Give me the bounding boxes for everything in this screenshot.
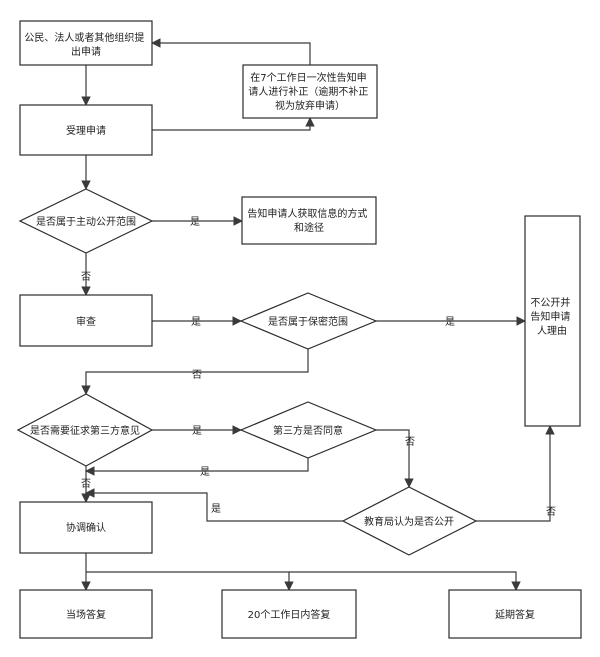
label-yes-back: 是 — [200, 466, 210, 478]
svg-text:公民、法人或者其他组织提 出申请: 公民、法人或者其他组织提 出申请 — [24, 31, 147, 58]
node-accept: 受理申请 — [19, 104, 153, 156]
node-reply-20days-line-1: 20个工作日内答复 — [248, 608, 331, 621]
node-is-secret-line-1: 是否属于保密范围 — [268, 315, 348, 328]
node-need-third-party: 是否需要征求第三方意见 — [16, 393, 154, 467]
node-accept-line-1: 受理申请 — [66, 124, 106, 137]
svg-text:教育局认为是否公开: 教育局认为是否公开 — [364, 515, 454, 528]
svg-text:不公开并 告知申请 人理由: 不公开并 告知申请 人理由 — [530, 296, 573, 337]
node-supplement-line-2: 请人进行补正（逾期不补正 — [248, 85, 368, 98]
edge-agree-back — [85, 458, 309, 476]
svg-text:告知申请人获取信息的方式 和途径: 告知申请人获取信息的方式 和途径 — [247, 207, 370, 234]
node-supplement-line-3: 视为放弃申请） — [275, 99, 345, 112]
edge-secret-thirdparty — [81, 349, 309, 395]
node-submit-line-2: 出申请 — [71, 45, 101, 58]
node-coordinate: 协调确认 — [19, 501, 153, 554]
node-inform-method-line-1: 告知申请人获取信息的方式 — [247, 207, 367, 220]
label-yes-secret: 是 — [191, 316, 201, 328]
edge-coordinate-delay — [289, 571, 521, 591]
node-is-active-scope: 是否属于主动公开范围 — [18, 188, 154, 254]
svg-text:当场答复: 当场答复 — [66, 608, 106, 621]
svg-text:审查: 审查 — [76, 315, 96, 328]
node-not-public-line-2: 告知申请 — [530, 310, 570, 323]
label-no-review: 否 — [81, 271, 91, 283]
node-coordinate-line-1: 协调确认 — [66, 521, 106, 534]
node-not-public: 不公开并 告知申请 人理由 — [524, 215, 581, 427]
svg-text:受理申请: 受理申请 — [66, 124, 106, 137]
node-submit-line-1: 公民、法人或者其他组织提 — [24, 31, 144, 44]
node-not-public-line-3: 人理由 — [537, 324, 567, 337]
svg-text:是否属于保密范围: 是否属于保密范围 — [268, 315, 348, 328]
label-no-thirdparty: 否 — [192, 369, 202, 381]
node-supplement: 在7个工作日一次性告知申 请人进行补正（逾期不补正 视为放弃申请） — [242, 64, 378, 119]
edge-coordinate-20days — [86, 571, 294, 591]
edge-agree-bureau — [376, 429, 414, 488]
node-review-line-1: 审查 — [76, 315, 96, 328]
node-supplement-line-1: 在7个工作日一次性告知申 — [250, 71, 366, 84]
svg-text:在7个工作日一次性告知申 请人进行补正（逾期不补: 在7个工作日一次性告知申 请人进行补正（逾期不补正 视为放弃申请） — [248, 71, 371, 112]
svg-text:第三方是否同意: 第三方是否同意 — [273, 424, 343, 437]
edge-bureau-coordinate — [85, 488, 343, 522]
node-reply-now: 当场答复 — [19, 589, 153, 639]
node-reply-delay-line-1: 延期答复 — [495, 608, 535, 621]
node-not-public-line-1: 不公开并 — [530, 296, 570, 309]
connectors — [81, 38, 555, 591]
label-yes-notpublic: 是 — [445, 316, 455, 328]
node-third-party-agree-line-1: 第三方是否同意 — [273, 424, 343, 437]
node-reply-now-line-1: 当场答复 — [66, 608, 106, 621]
edge-labels: 是 否 是 是 否 是 是 否 否 是 否 — [81, 216, 556, 518]
node-bureau-decide-line-1: 教育局认为是否公开 — [364, 515, 454, 528]
edge-bureau-notpublic — [476, 425, 555, 522]
node-submit: 公民、法人或者其他组织提 出申请 — [19, 20, 153, 66]
label-no-notpublic: 否 — [546, 506, 556, 518]
node-need-third-party-line-1: 是否需要征求第三方意见 — [30, 424, 140, 437]
node-inform-method-line-2: 和途径 — [294, 221, 324, 234]
label-no-coordinate: 否 — [81, 478, 91, 490]
edge-supplement-submit — [151, 38, 311, 65]
svg-text:协调确认: 协调确认 — [66, 521, 106, 534]
node-third-party-agree: 第三方是否同意 — [239, 401, 378, 459]
node-inform-method: 告知申请人获取信息的方式 和途径 — [241, 196, 377, 245]
label-yes-inform: 是 — [190, 216, 200, 228]
node-is-active-scope-line-1: 是否属于主动公开范围 — [36, 215, 136, 228]
label-no-bureau: 否 — [405, 436, 415, 448]
svg-text:是否需要征求第三方意见: 是否需要征求第三方意见 — [30, 424, 140, 437]
edge-accept-supplement — [152, 117, 315, 131]
node-is-secret: 是否属于保密范围 — [239, 292, 378, 350]
node-reply-20days: 20个工作日内答复 — [221, 589, 357, 639]
svg-text:延期答复: 延期答复 — [495, 608, 535, 621]
node-bureau-decide: 教育局认为是否公开 — [341, 486, 478, 556]
node-reply-delay: 延期答复 — [448, 589, 582, 639]
svg-text:20个工作日内答复: 20个工作日内答复 — [248, 608, 331, 621]
node-review: 审查 — [19, 294, 153, 347]
label-yes-agree: 是 — [192, 425, 202, 437]
label-yes-coordinate: 是 — [211, 503, 221, 515]
svg-text:是否属于主动公开范围: 是否属于主动公开范围 — [36, 215, 136, 228]
